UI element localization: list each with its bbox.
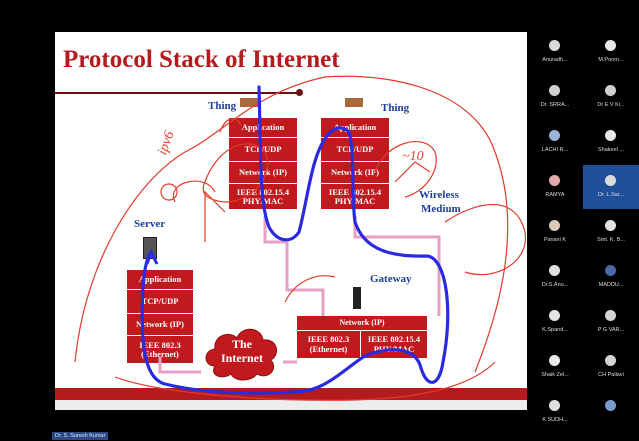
participant-name: Shaik Zel... <box>541 372 569 378</box>
participant-name: Smt. K. B... <box>597 237 625 243</box>
avatar <box>605 310 616 321</box>
slide-footer-strip <box>55 400 527 410</box>
stack-layer: Application <box>321 118 389 138</box>
avatar <box>605 85 616 96</box>
slide-footer-band <box>55 388 527 400</box>
avatar <box>605 355 616 366</box>
thing-right-label: Thing <box>381 102 410 114</box>
blue-route-line <box>140 85 450 395</box>
participant-panel: Anuradh... M.Poorn... Dr. SRRA... Dr E V… <box>527 28 639 441</box>
participant-name: Dr E V Ki... <box>597 102 625 108</box>
presentation-slide: Protocol Stack of Internet Thing Thing S… <box>55 32 527 410</box>
participant-name: K SUDH... <box>542 417 568 423</box>
avatar <box>549 130 560 141</box>
participant-tile[interactable]: Shaik Zel... <box>527 345 583 389</box>
participant-tile[interactable]: Dr.S.Anu... <box>527 255 583 299</box>
thing-right-device-icon <box>345 98 363 107</box>
pen-annotations: ipv6 ~10 <box>74 75 527 401</box>
avatar <box>549 220 560 231</box>
participant-tile[interactable]: Smt. K. B... <box>583 210 639 254</box>
gateway-router-icon <box>353 287 361 309</box>
cloud-label-line2: Internet <box>221 351 263 365</box>
stack-layer: Network (IP) <box>321 162 389 184</box>
participant-tile[interactable]: LACHI R... <box>527 120 583 164</box>
avatar <box>605 40 616 51</box>
participant-name: LACHI R... <box>541 147 569 153</box>
avatar <box>549 40 560 51</box>
annotation-10: ~10 <box>402 149 424 164</box>
participant-tile[interactable]: Anuradh... <box>527 30 583 74</box>
internet-cloud <box>205 328 278 381</box>
thing-right-protocol-stack: Application TCP/UDP Network (IP) IEEE 80… <box>321 118 389 210</box>
participant-tile[interactable]: CH Pallavi <box>583 345 639 389</box>
participant-tile[interactable]: K SUDH... <box>527 390 583 434</box>
avatar <box>549 175 560 186</box>
participant-name: Dr.S.Anu... <box>541 282 569 288</box>
title-underline <box>55 92 299 94</box>
thing-left-device-icon <box>240 98 258 107</box>
participant-tile[interactable]: Shakeel ... <box>583 120 639 164</box>
stack-layer: TCP/UDP <box>321 138 389 162</box>
participant-name: Shakeel ... <box>598 147 624 153</box>
title-underline-dot <box>296 89 303 96</box>
participant-tile[interactable]: RAMYA <box>527 165 583 209</box>
gateway-ethernet-cell: IEEE 802.3 (Ethernet) <box>297 330 361 358</box>
participant-name: Anuradh... <box>542 57 568 63</box>
participant-name: MADDU... <box>598 282 624 288</box>
participant-name: M.Poorn... <box>598 57 624 63</box>
participant-name: Dr. L.Sar... <box>598 192 624 198</box>
gateway-label: Gateway <box>370 273 412 285</box>
gateway-network-layer: Network (IP) <box>297 316 427 330</box>
participant-tile[interactable]: Dr. SRRA... <box>527 75 583 119</box>
participant-tile[interactable]: MADDU... <box>583 255 639 299</box>
participant-tile[interactable]: M.Poorn... <box>583 30 639 74</box>
participant-tile[interactable]: Dr E V Ki... <box>583 75 639 119</box>
avatar <box>549 400 560 411</box>
avatar <box>605 265 616 276</box>
participant-tile[interactable]: P G VAR... <box>583 300 639 344</box>
participant-tile[interactable]: K.Spand... <box>527 300 583 344</box>
participant-name: CH Pallavi <box>598 372 624 378</box>
avatar <box>605 130 616 141</box>
slide-title: Protocol Stack of Internet <box>63 46 340 73</box>
avatar <box>549 355 560 366</box>
participant-name: P G VAR... <box>597 327 625 333</box>
avatar <box>605 220 616 231</box>
stack-layer: Application <box>229 118 297 138</box>
wireless-medium-label-line1: Wireless <box>419 189 459 201</box>
avatar <box>605 400 616 411</box>
server-label: Server <box>134 218 166 230</box>
participant-tile[interactable] <box>583 390 639 434</box>
cloud-label-line1: The <box>231 337 252 351</box>
thing-left-label: Thing <box>208 100 237 112</box>
annotation-ipv6: ipv6 <box>155 129 177 157</box>
stack-layer: TCP/UDP <box>127 290 193 314</box>
avatar <box>549 265 560 276</box>
participant-name: Dr. SRRA... <box>540 102 570 108</box>
participant-name: RAMYA <box>545 192 565 198</box>
participant-tile-active[interactable]: Dr. L.Sar... <box>583 165 639 209</box>
participant-name: K.Spand... <box>542 327 568 333</box>
wireless-medium-label-line2: Medium <box>421 203 461 215</box>
avatar <box>605 175 616 186</box>
avatar <box>549 310 560 321</box>
presenter-name-tag: Dr. S. Suresh Kumar <box>52 432 109 440</box>
participant-tile[interactable]: Pavani K <box>527 210 583 254</box>
avatar <box>549 85 560 96</box>
participant-name: Pavani K <box>543 237 566 243</box>
